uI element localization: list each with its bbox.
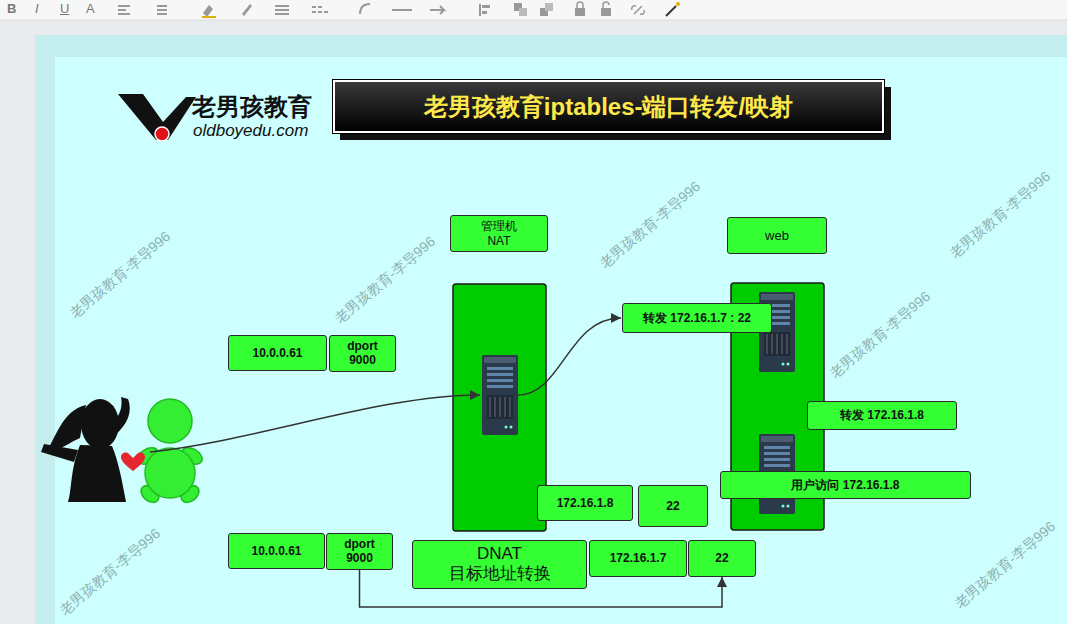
green-box: 10.0.0.61 [228,335,327,371]
box-text: 用户访问 172.16.1.8 [791,478,899,492]
heart-icon [121,453,145,471]
logo-mark [118,94,196,141]
green-box: web [727,217,827,254]
box-text: 172.16.1.7 [610,551,667,565]
toolbar-button: A [86,1,95,17]
box-text: dport 9000 [347,339,378,368]
green-box: 转发 172.16.1.8 [807,401,957,430]
watermark: 老男孩教育-李导996 [596,178,703,272]
toolbar-button: I [35,1,39,17]
box-text: 22 [666,499,679,513]
green-box: 22 [688,540,756,577]
box-text: 10.0.0.61 [252,346,302,360]
box-text: 管理机 NAT [481,219,517,248]
watermark: 老男孩教育-李导996 [66,228,173,322]
watermark: 老男孩教育-李导996 [951,518,1058,612]
request-arrow [150,395,480,452]
green-box: 管理机 NAT [450,215,548,252]
green-box: dport 9000 [326,533,393,570]
watermark: 老男孩教育-李导996 [946,168,1053,262]
forward-arrow [518,318,621,395]
box-text: dport 9000 [344,537,375,566]
toolbar [0,0,1067,20]
user-silhouette [41,397,130,502]
canvas-frame [35,35,1067,624]
box-text: 10.0.0.61 [251,544,301,558]
box-text: 22 [715,551,728,565]
watermark: 老男孩教育-李导996 [331,233,438,327]
box-text: web [765,228,789,244]
green-box: 转发 172.16.1.7 : 22 [622,303,772,333]
logo-text: oldboyedu.com [193,121,308,141]
box-text: 172.16.1.8 [557,496,614,510]
box-text: 转发 172.16.1.7 : 22 [643,311,751,325]
toolbar-button: B [7,1,16,17]
title-banner: 老男孩教育iptables-端口转发/映射 [333,80,884,133]
green-box: 172.16.1.7 [589,540,687,577]
server-icon [482,355,518,435]
green-box: dport 9000 [329,335,396,372]
user-figure [135,399,205,506]
title-text: 老男孩教育iptables-端口转发/映射 [424,91,793,123]
canvas [55,57,1067,624]
green-box: DNAT 目标地址转换 [412,540,587,589]
toolbar-icons [118,2,680,18]
watermark: 老男孩教育-李导996 [826,288,933,382]
nat-host-panel [453,284,546,531]
green-box: 用户访问 172.16.1.8 [720,471,971,499]
green-box: 22 [638,485,708,527]
watermark: 老男孩教育-李导996 [56,525,163,619]
box-text: DNAT 目标地址转换 [449,544,551,585]
green-box: 172.16.1.8 [537,485,633,521]
logo-text: 老男孩教育 [192,93,312,122]
toolbar-button: U [60,1,69,17]
green-box: 10.0.0.61 [228,533,325,569]
box-text: 转发 172.16.1.8 [840,408,924,422]
